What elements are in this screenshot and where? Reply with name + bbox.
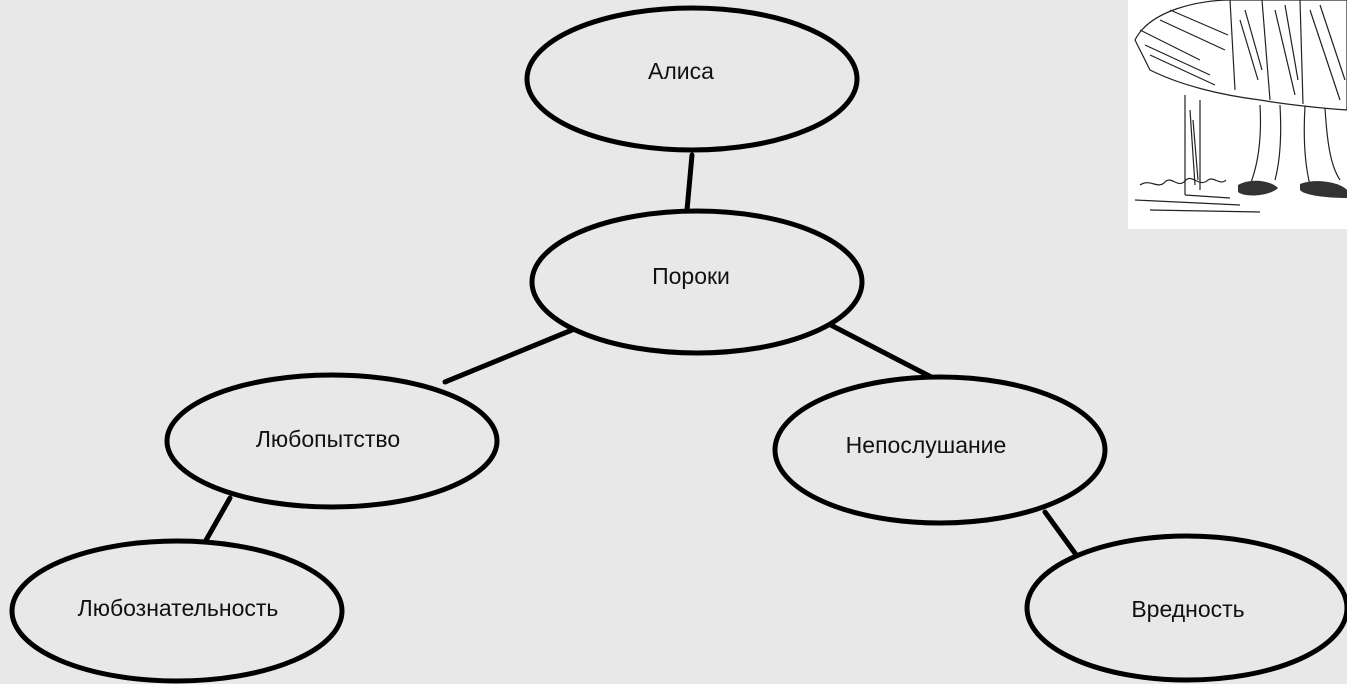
node-ellipse [1024,533,1347,683]
edges [202,152,1080,559]
node-poroki[interactable]: Пороки [529,208,865,356]
node-ellipse [529,208,865,356]
edge-alisa-poroki [684,152,695,213]
node-ellipse [772,374,1108,526]
node-label: Любознательность [78,595,279,621]
node-ellipse [9,538,345,684]
node-vrednost[interactable]: Вредность [1024,533,1347,683]
node-alisa[interactable]: Алиса [524,5,860,153]
node-lyuboznatelnost[interactable]: Любознательность [9,538,345,684]
node-label: Любопытство [256,426,400,452]
alice-illustration [1128,0,1347,229]
edge-lyubopytstvo-lyuboznatelnost [202,495,233,545]
node-ellipse [524,5,860,153]
edge-poroki-neposlushanie [822,319,940,383]
node-label: Непослушание [846,432,1007,458]
node-lyubopytstvo[interactable]: Любопытство [164,372,500,510]
edge-poroki-lyubopytstvo [442,327,575,385]
node-label: Вредность [1131,596,1244,622]
edge-neposlushanie-vrednost [1042,509,1080,559]
node-label: Алиса [648,58,714,84]
node-label: Пороки [652,263,730,289]
node-neposlushanie[interactable]: Непослушание [772,374,1108,526]
node-ellipse [164,372,500,510]
